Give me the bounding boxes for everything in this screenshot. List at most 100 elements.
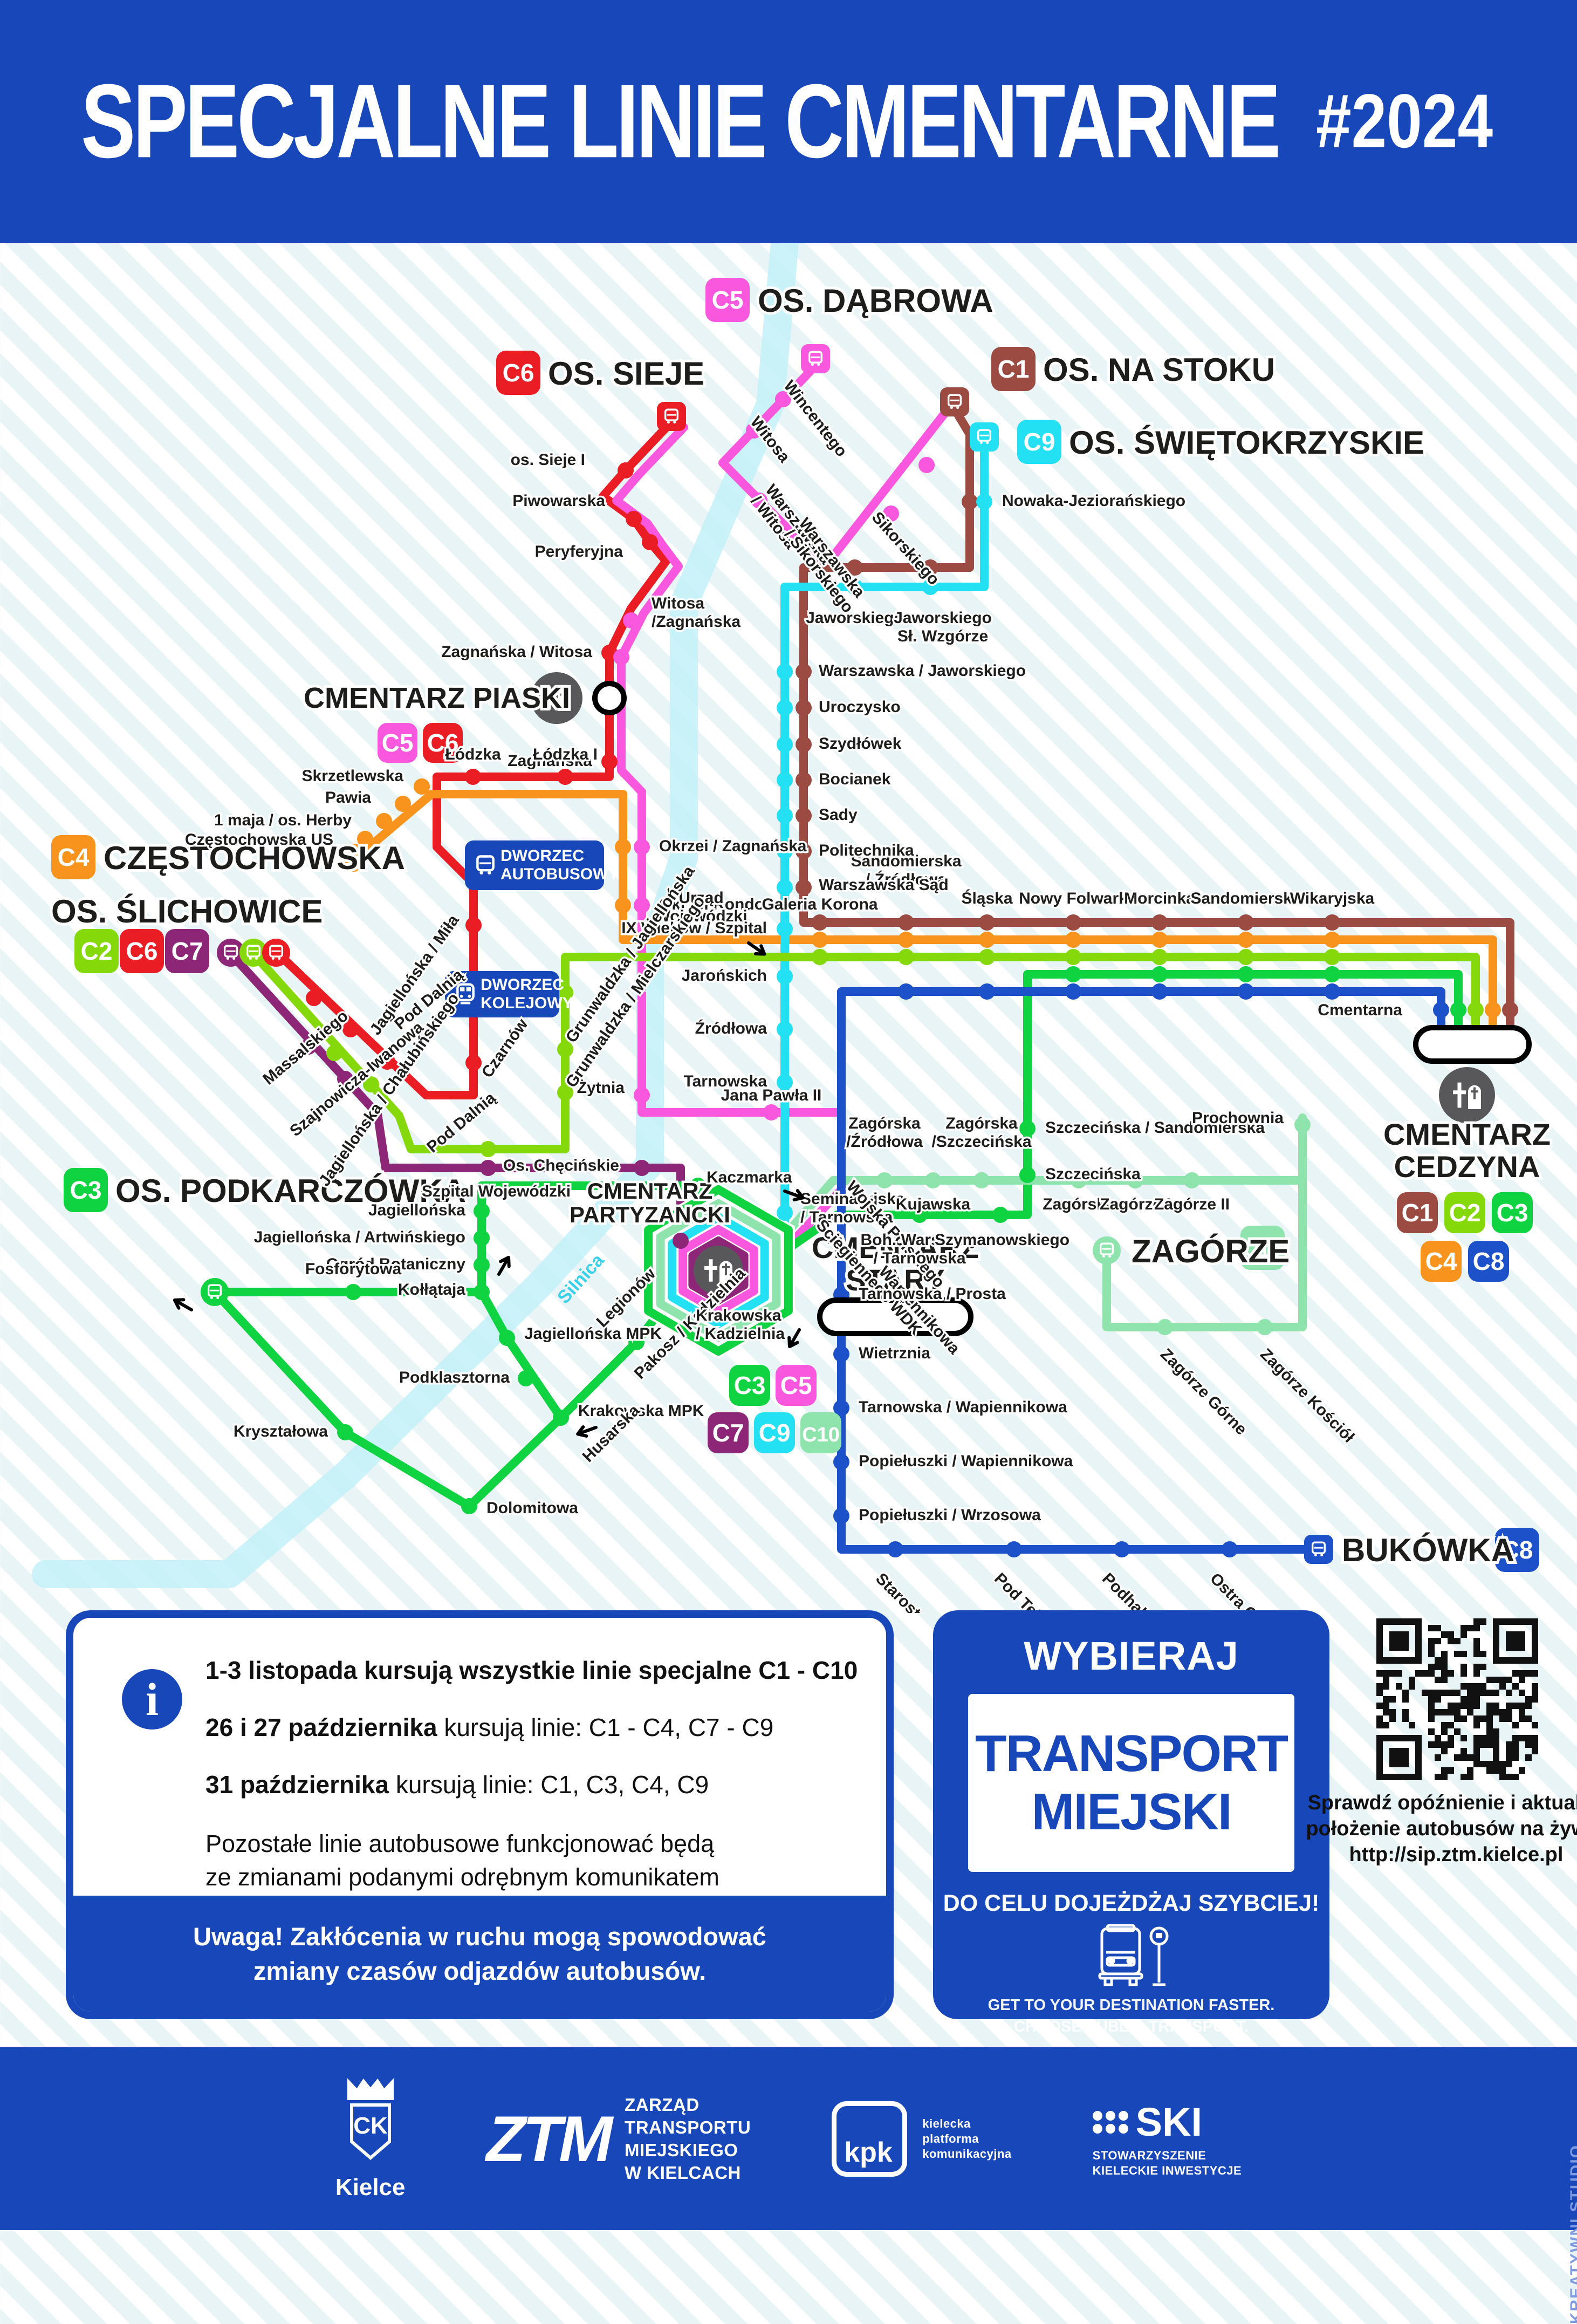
stop-dot — [979, 949, 995, 965]
terminus-title: BUKÓWKA — [1342, 1532, 1514, 1568]
stop-dot — [642, 534, 658, 550]
terminus-c6 — [657, 402, 686, 431]
stop-dot — [1485, 1002, 1501, 1018]
terminus-title: OS. SIEJE — [548, 356, 704, 392]
stop-label: Skrzetlewska — [302, 767, 404, 785]
stop-label: Sikorskiego — [868, 509, 943, 589]
stop-label: Zagórska/Szczecińska — [931, 1115, 1031, 1151]
stop-label: Boh. Warszawy/ Tarnowska — [861, 1231, 979, 1267]
stop-dot — [777, 808, 793, 824]
stop-dot — [465, 1055, 482, 1071]
terminus-c10 — [1093, 1236, 1121, 1264]
stop-label: Częstochowska US — [185, 831, 333, 849]
cmentarz-partyzancki-label: PARTYZANCKI — [570, 1202, 730, 1227]
stop-dot — [557, 985, 573, 1001]
stop-label: Tarnowska / Wapiennikowa — [859, 1398, 1067, 1416]
bus-icon — [207, 1284, 222, 1300]
stop-label: Wincentego — [780, 377, 851, 460]
stop-label: Łódzka — [445, 746, 501, 763]
stop-dot — [618, 462, 634, 479]
stop-dot — [1468, 1002, 1484, 1018]
kielce-label: Kielce — [335, 2173, 406, 2200]
stop-label: Zagórska — [1043, 1195, 1115, 1213]
stop-dot — [557, 1041, 573, 1057]
stop-dot — [887, 1541, 903, 1557]
stop-label: Tarnowska / Prosta — [859, 1285, 1006, 1303]
bus-icon — [223, 945, 238, 960]
bus-icon — [346, 850, 361, 865]
stop-label: Politechnika — [819, 842, 914, 859]
piaski-terminal-ring — [592, 681, 627, 715]
svg-text:C10: C10 — [802, 1424, 840, 1446]
stop-dot — [474, 1230, 490, 1246]
stop-dot — [898, 914, 914, 931]
stop-dot — [833, 1400, 849, 1416]
stop-dot — [1019, 1120, 1036, 1137]
stop-dot — [474, 1257, 490, 1273]
terminus-title: OS. DĄBROWA — [758, 283, 993, 319]
svg-text:C1: C1 — [1402, 1199, 1434, 1227]
stop-dot — [337, 1424, 353, 1440]
stop-dot — [634, 897, 650, 913]
stop-label: Zagnańska — [508, 752, 592, 770]
stop-dot — [553, 1410, 569, 1426]
bus-stop-icon — [1149, 1926, 1168, 1986]
stop-label: Witosa/Zagnańska — [652, 594, 740, 631]
page-title: SPECJALNE LINIE CMENTARNE — [81, 62, 1281, 180]
cemetery-icon — [531, 672, 582, 724]
transport-title: TRANSPORT MIEJSKI — [968, 1694, 1294, 1872]
stop-dot — [465, 917, 482, 933]
stop-dot — [1065, 983, 1081, 1000]
stop-dot — [1151, 932, 1168, 948]
line-badge-C10: C10 — [800, 1412, 841, 1453]
hexagon-ring-c7 — [688, 1236, 749, 1304]
stop-label: Nowy Folwark — [1019, 890, 1128, 907]
stop-label: Prochownia — [1192, 1109, 1284, 1127]
stop-label: Zagórska/Źródłowa — [846, 1115, 923, 1151]
info-paragraph: Pozostałe linie autobusowe funkcjonować … — [205, 1830, 719, 1891]
line-badge-C8: C8 — [1495, 1528, 1539, 1572]
stop-dot — [480, 1141, 496, 1157]
stop-label: Sandomierska/ Źródłowa — [851, 852, 961, 888]
direction-arrow — [787, 1328, 801, 1349]
svg-text:C7: C7 — [172, 937, 203, 965]
stop-dot — [623, 612, 639, 628]
svg-text:DWORZEC: DWORZEC — [500, 847, 584, 865]
line-badge-C1: C1 — [1397, 1192, 1438, 1233]
stop-label: Nowaka-Jeziorańskiego — [1002, 492, 1185, 510]
stop-dot — [1151, 914, 1168, 931]
stop-label: Okrzei Rondo — [659, 896, 764, 913]
svg-text:C5: C5 — [712, 286, 744, 314]
stop-dot — [345, 1284, 361, 1300]
transport-tagline: DO CELU DOJEŻDŻAJ SZYBCIEJ! — [943, 1890, 1320, 1916]
line-badge-C3: C3 — [64, 1168, 108, 1212]
svg-text:C2: C2 — [81, 937, 113, 965]
stop-dot — [465, 769, 481, 785]
svg-text:C1: C1 — [998, 355, 1030, 383]
stop-label: Ostra Górka — [1206, 1570, 1285, 1613]
stop-dot — [379, 1054, 395, 1070]
stop-label: IX Wieków / Szpital — [621, 919, 767, 937]
transport-box: WYBIERAJ TRANSPORT MIEJSKI DO CELU DOJEŻ… — [933, 1610, 1329, 2035]
hexagon-ring-c10 — [656, 1199, 781, 1342]
stop-dot — [898, 932, 914, 948]
stop-label: Uroczysko — [819, 698, 901, 716]
svg-text:C5: C5 — [780, 1371, 812, 1399]
stop-dot — [777, 664, 793, 680]
stop-dot — [979, 983, 995, 1000]
stop-dot — [1238, 966, 1254, 982]
stop-dot — [300, 1038, 317, 1055]
bus-icon — [1098, 1924, 1168, 1986]
line-badge-C3: C3 — [1492, 1192, 1533, 1233]
header: SPECJALNE LINIE CMENTARNE #2024 — [0, 0, 1577, 243]
terminus-title: CZĘSTOCHOWSKA — [104, 840, 405, 876]
stop-dot — [812, 914, 828, 931]
line-badge-C3: C3 — [729, 1365, 770, 1406]
stop-label: Szymanowskiego — [935, 1231, 1069, 1249]
stop-dot — [1065, 914, 1081, 931]
stop-dot — [784, 525, 800, 541]
stop-dot — [777, 843, 793, 859]
